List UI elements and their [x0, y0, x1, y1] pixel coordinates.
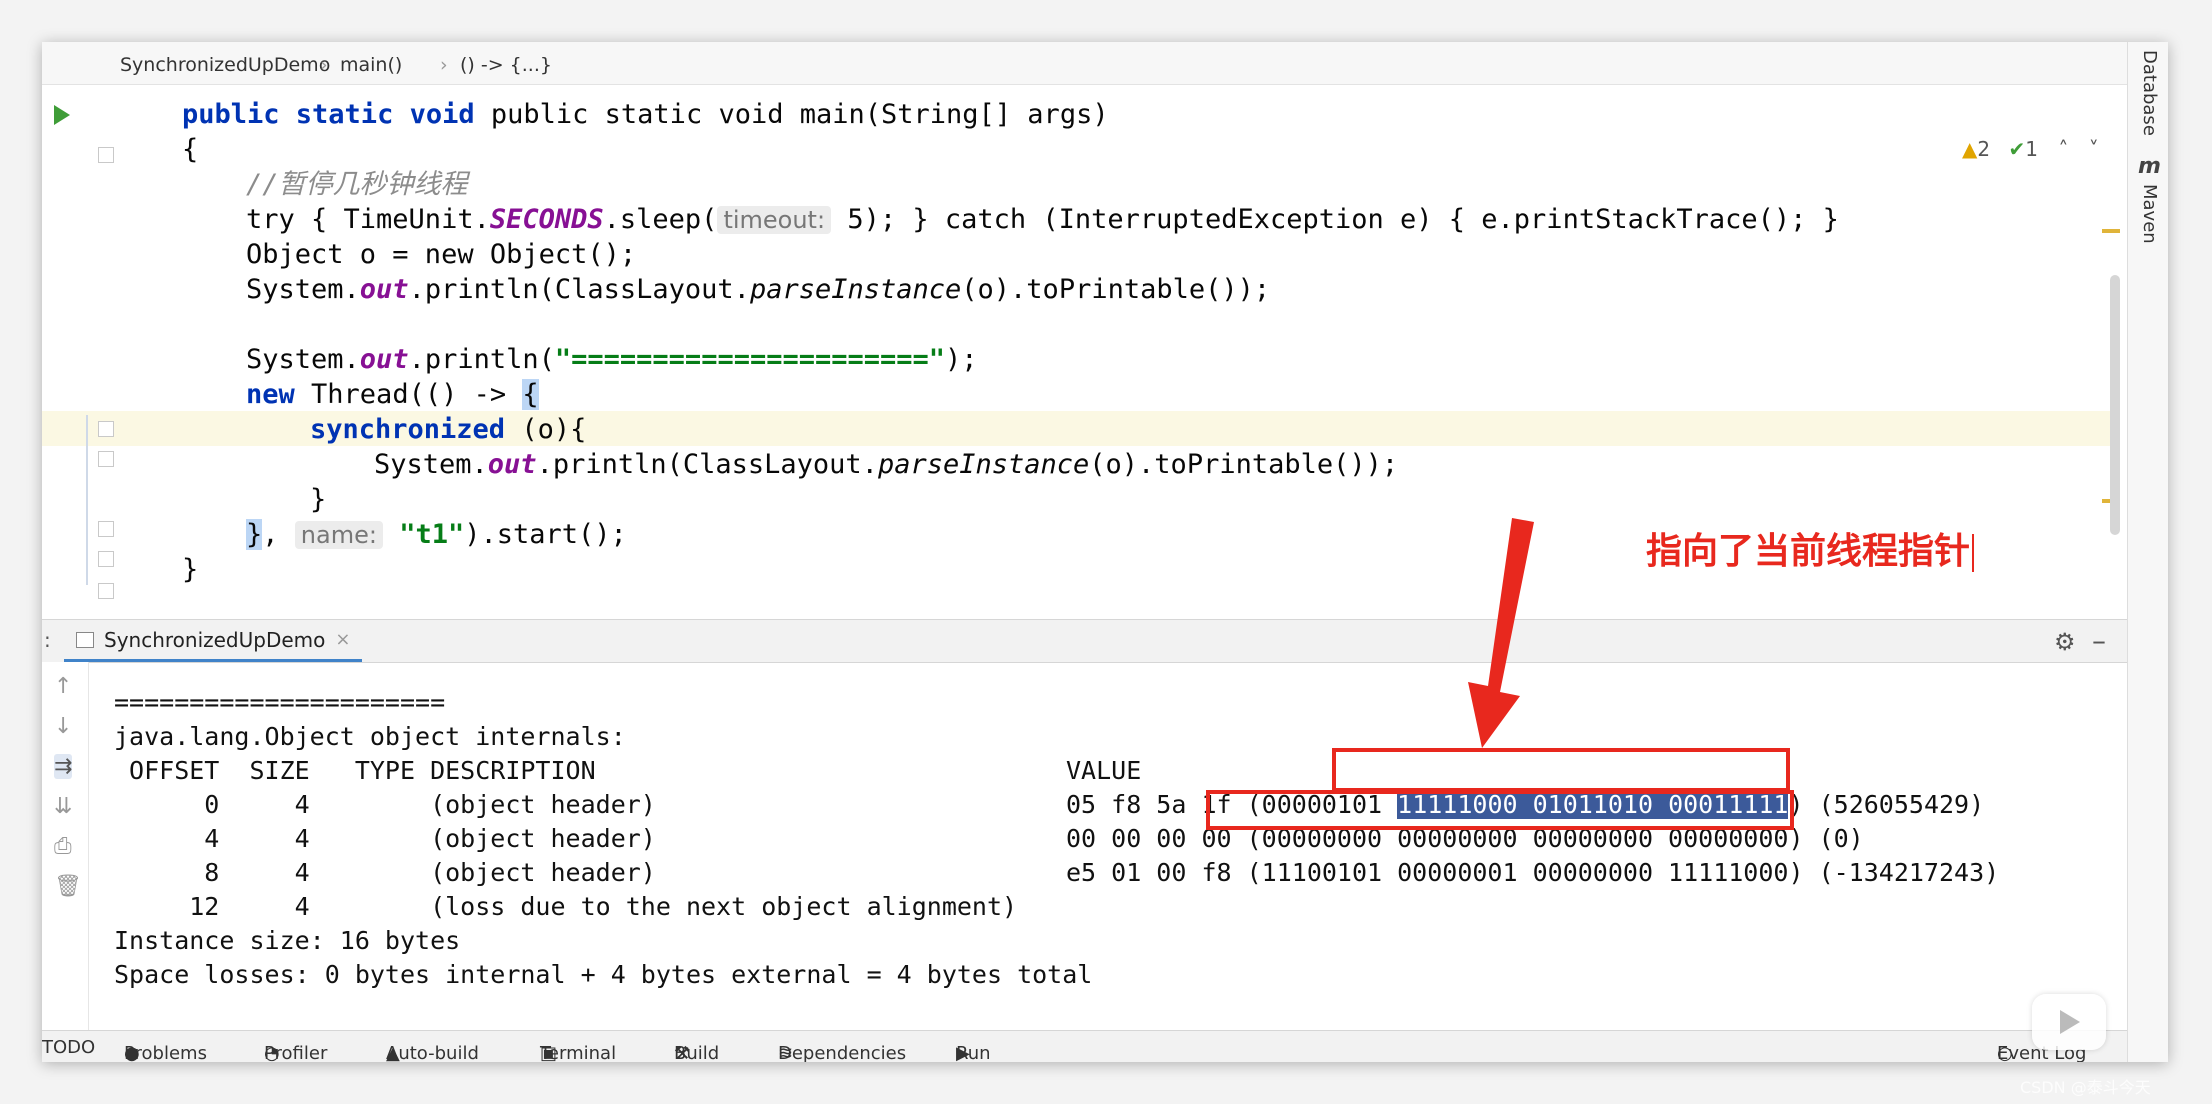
info-icon: ● [124, 1043, 140, 1062]
console-line: 8 4 (object header) [114, 858, 656, 887]
run-gutter-icon[interactable] [54, 105, 70, 125]
chevron-down-icon[interactable]: ˅ [2088, 137, 2099, 161]
maven-icon: m [2138, 154, 2161, 179]
check-icon: ✔ [2008, 137, 2026, 161]
warning-icon: ▲ [1962, 137, 1978, 161]
fold-marker-icon[interactable] [98, 451, 114, 467]
status-bar: TODO ● Problems ◔ Profiler ▲ Auto-build … [42, 1030, 2127, 1062]
console-icon [76, 631, 94, 648]
console-line: OFFSET SIZE TYPE DESCRIPTION [114, 756, 596, 785]
console-line: Space losses: 0 bytes internal + 4 bytes… [114, 960, 1093, 989]
event-icon: ○ [1997, 1043, 2013, 1062]
close-icon[interactable]: × [335, 629, 351, 650]
code-line-try: try { TimeUnit.SECONDS.sleep(timeout: 5)… [246, 204, 1839, 235]
code-line-print-2: System.out.println(ClassLayout.parseInst… [374, 449, 1399, 480]
breadcrumb-method[interactable]: main() [340, 54, 403, 76]
todo-tab[interactable]: TODO [42, 1037, 96, 1058]
breadcrumb: SynchronizedUpDemo › main() › () -> {...… [42, 42, 2127, 85]
code-editor[interactable]: public static void public static void ma… [42, 85, 2120, 619]
console-line: java.lang.Object object internals: [114, 722, 626, 751]
scroll-to-end-icon[interactable]: ⇊ [54, 794, 73, 819]
code-line-object: Object o = new Object(); [246, 239, 637, 270]
param-hint-timeout: timeout: [717, 206, 832, 234]
code-line-close-main: } [182, 554, 199, 585]
annotation-text: 指向了当前线程指针 [1646, 522, 1975, 574]
code-line-close-sync: } [310, 484, 327, 515]
terminal-icon: ▣ [540, 1043, 558, 1062]
code-line-print-sep: System.out.println("====================… [246, 344, 978, 375]
console-line: 05 f8 5a 1f (00000101 11111000 01011010 … [1066, 790, 1985, 819]
code-line-thread: new Thread(() -> { [246, 379, 539, 410]
code-line-print-1: System.out.println(ClassLayout.parseInst… [246, 274, 1271, 305]
selected-text: 11111000 01011010 00011111 [1397, 790, 1789, 819]
minimize-icon[interactable]: – [2092, 624, 2106, 657]
console-output[interactable]: ====================== java.lang.Object … [114, 662, 2114, 1030]
console-line: 4 4 (object header) [114, 824, 656, 853]
profiler-icon: ◔ [264, 1043, 280, 1062]
breadcrumb-file[interactable]: SynchronizedUpDemo [120, 54, 331, 76]
stack-icon: ≋ [778, 1043, 794, 1062]
annotation-arrow [1468, 518, 1534, 748]
chevron-right-icon: › [440, 54, 448, 76]
watermark: CSDN @泰斗今天 [2020, 1078, 2151, 1097]
run-tab[interactable]: SynchronizedUpDemo × [64, 620, 363, 662]
fold-marker-icon[interactable] [98, 147, 114, 163]
soft-wrap-icon[interactable]: ⇉ [54, 754, 73, 779]
trash-icon[interactable]: 🗑 [54, 874, 82, 899]
console-line: VALUE [1066, 756, 1142, 785]
right-tool-strip: Database m Maven [2127, 42, 2168, 1062]
play-icon: ▶ [956, 1043, 970, 1062]
hammer-icon: ⚒ [674, 1043, 691, 1062]
arrow-up-icon[interactable]: ↑ [54, 674, 73, 699]
chevron-right-icon: › [320, 54, 328, 76]
console-line: Instance size: 16 bytes [114, 926, 461, 955]
run-tab-label: SynchronizedUpDemo [104, 627, 326, 652]
run-tool-header: : SynchronizedUpDemo × ⚙ – [42, 619, 2127, 663]
fold-marker-icon[interactable] [98, 551, 114, 567]
annotation-box-zero-word [1206, 790, 1794, 830]
video-play-icon[interactable] [2032, 994, 2106, 1050]
console-line: ====================== [114, 688, 446, 717]
console-line: 0 4 (object header) [114, 790, 656, 819]
code-line-start: }, name: "t1").start(); [246, 519, 627, 550]
scope-guide-line [86, 415, 88, 585]
print-icon[interactable]: ⎙ [54, 834, 72, 859]
fold-marker-icon[interactable] [98, 421, 114, 437]
console-toolbar: ↑ ↓ ⇉ ⇊ ⎙ 🗑 [42, 662, 89, 1030]
code-line-1: public static void public static void ma… [182, 99, 1109, 130]
console-line: 12 4 (loss due to the next object alignm… [114, 892, 1018, 921]
breadcrumb-lambda[interactable]: () -> {...} [460, 54, 552, 76]
fold-marker-icon[interactable] [98, 583, 114, 599]
code-line-2: { [182, 134, 199, 165]
code-line-synchronized: synchronized (o){ [310, 414, 587, 445]
scroll-marker [2102, 229, 2120, 233]
ide-window: SynchronizedUpDemo › main() › () -> {...… [42, 42, 2168, 1062]
chevron-up-icon[interactable]: ˄ [2058, 137, 2069, 161]
param-hint-name: name: [294, 521, 383, 549]
code-comment: //暂停几秒钟线程 [246, 169, 468, 200]
editor-scrollbar[interactable] [2110, 275, 2120, 535]
triangle-icon: ▲ [386, 1043, 400, 1062]
gear-icon[interactable]: ⚙ [2054, 628, 2076, 656]
text-caret [1972, 534, 1975, 572]
console-line: e5 01 00 f8 (11100101 00000001 00000000 … [1066, 858, 2000, 887]
arrow-down-icon[interactable]: ↓ [54, 714, 73, 739]
fold-marker-icon[interactable] [98, 521, 114, 537]
current-line-highlight [42, 411, 2120, 446]
inspection-widget[interactable]: ▲2 ✔1 ˄ ˅ [1962, 137, 2099, 161]
